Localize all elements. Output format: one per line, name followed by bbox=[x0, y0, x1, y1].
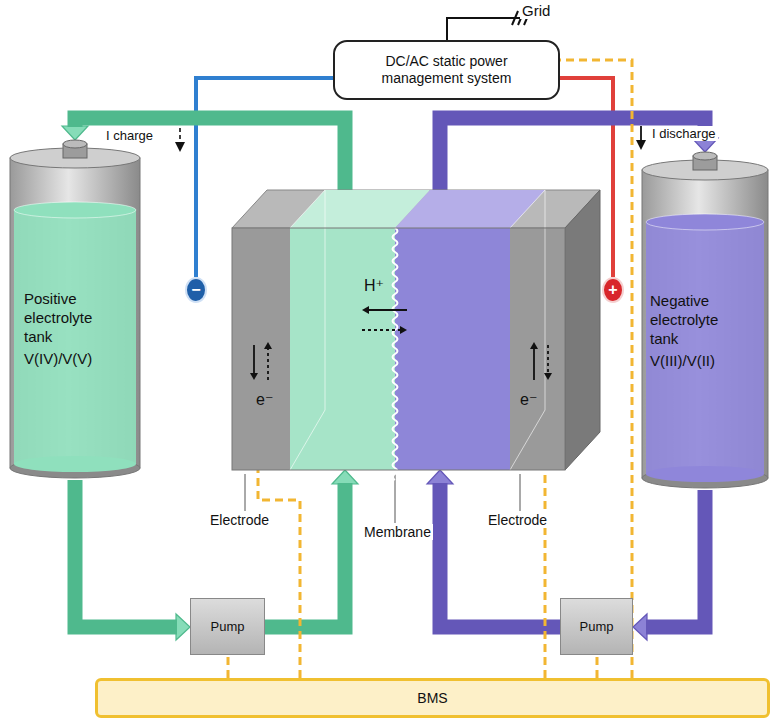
leader-line bbox=[520, 474, 521, 511]
control-line bbox=[597, 655, 598, 678]
electrode-label: Electrode bbox=[208, 512, 271, 528]
text-group: + bbox=[608, 282, 617, 298]
node-text: BMS bbox=[417, 690, 447, 706]
node-text: Pump bbox=[580, 619, 614, 634]
converter-box: DC/AC static power management system bbox=[333, 40, 560, 100]
node-text: DC/AC static power management system bbox=[347, 53, 546, 87]
text-group: Pump bbox=[211, 619, 245, 634]
current-label: I discharge bbox=[650, 126, 718, 141]
electrolyte-pipe bbox=[75, 480, 190, 640]
bms-bar: BMS bbox=[95, 678, 770, 718]
electrolyte-pipe bbox=[633, 490, 705, 640]
terminal-plus: + bbox=[602, 277, 624, 303]
pump: Pump bbox=[560, 598, 633, 655]
membrane-label: Membrane bbox=[362, 524, 433, 540]
tank: Negative electrolyte tankV(III)/V(II) bbox=[640, 152, 770, 490]
grid-label: Grid bbox=[520, 2, 552, 19]
cell-symbol: e⁻ bbox=[256, 390, 273, 409]
node-text: V(III)/V(II) bbox=[650, 352, 762, 371]
terminal-minus: − bbox=[185, 277, 207, 303]
pump: Pump bbox=[190, 598, 265, 655]
control-line bbox=[228, 655, 229, 678]
electrode-label: Electrode bbox=[486, 512, 549, 528]
node-text: Negative electrolyte tank bbox=[650, 292, 745, 348]
charge-current-arrow bbox=[175, 128, 185, 152]
leader-line bbox=[245, 474, 246, 511]
text-group: − bbox=[191, 282, 200, 298]
cell-stack: e⁻ H⁺ e⁻ bbox=[232, 190, 600, 470]
node-text: V(IV)/V(V) bbox=[24, 350, 132, 369]
cell-symbol: e⁻ bbox=[520, 390, 537, 409]
electrolyte-pipe bbox=[427, 470, 560, 627]
tank: Positive electrolyte tankV(IV)/V(V) bbox=[8, 140, 142, 480]
text-group: DC/AC static power management system bbox=[347, 53, 546, 87]
control-line bbox=[545, 470, 546, 678]
current-label: I charge bbox=[104, 128, 155, 143]
leader-line bbox=[395, 474, 396, 523]
discharge-current-arrow bbox=[636, 126, 646, 150]
cell-illustration bbox=[232, 190, 600, 470]
node-text: − bbox=[191, 282, 200, 298]
node-text: + bbox=[608, 282, 617, 298]
control-line bbox=[560, 60, 632, 678]
cell-symbol: H⁺ bbox=[364, 276, 384, 295]
node-text: Positive electrolyte tank bbox=[24, 290, 119, 346]
electrolyte-pipe bbox=[265, 470, 358, 627]
node-text: Pump bbox=[211, 619, 245, 634]
text-group: Pump bbox=[580, 619, 614, 634]
text-group: BMS bbox=[417, 690, 447, 706]
